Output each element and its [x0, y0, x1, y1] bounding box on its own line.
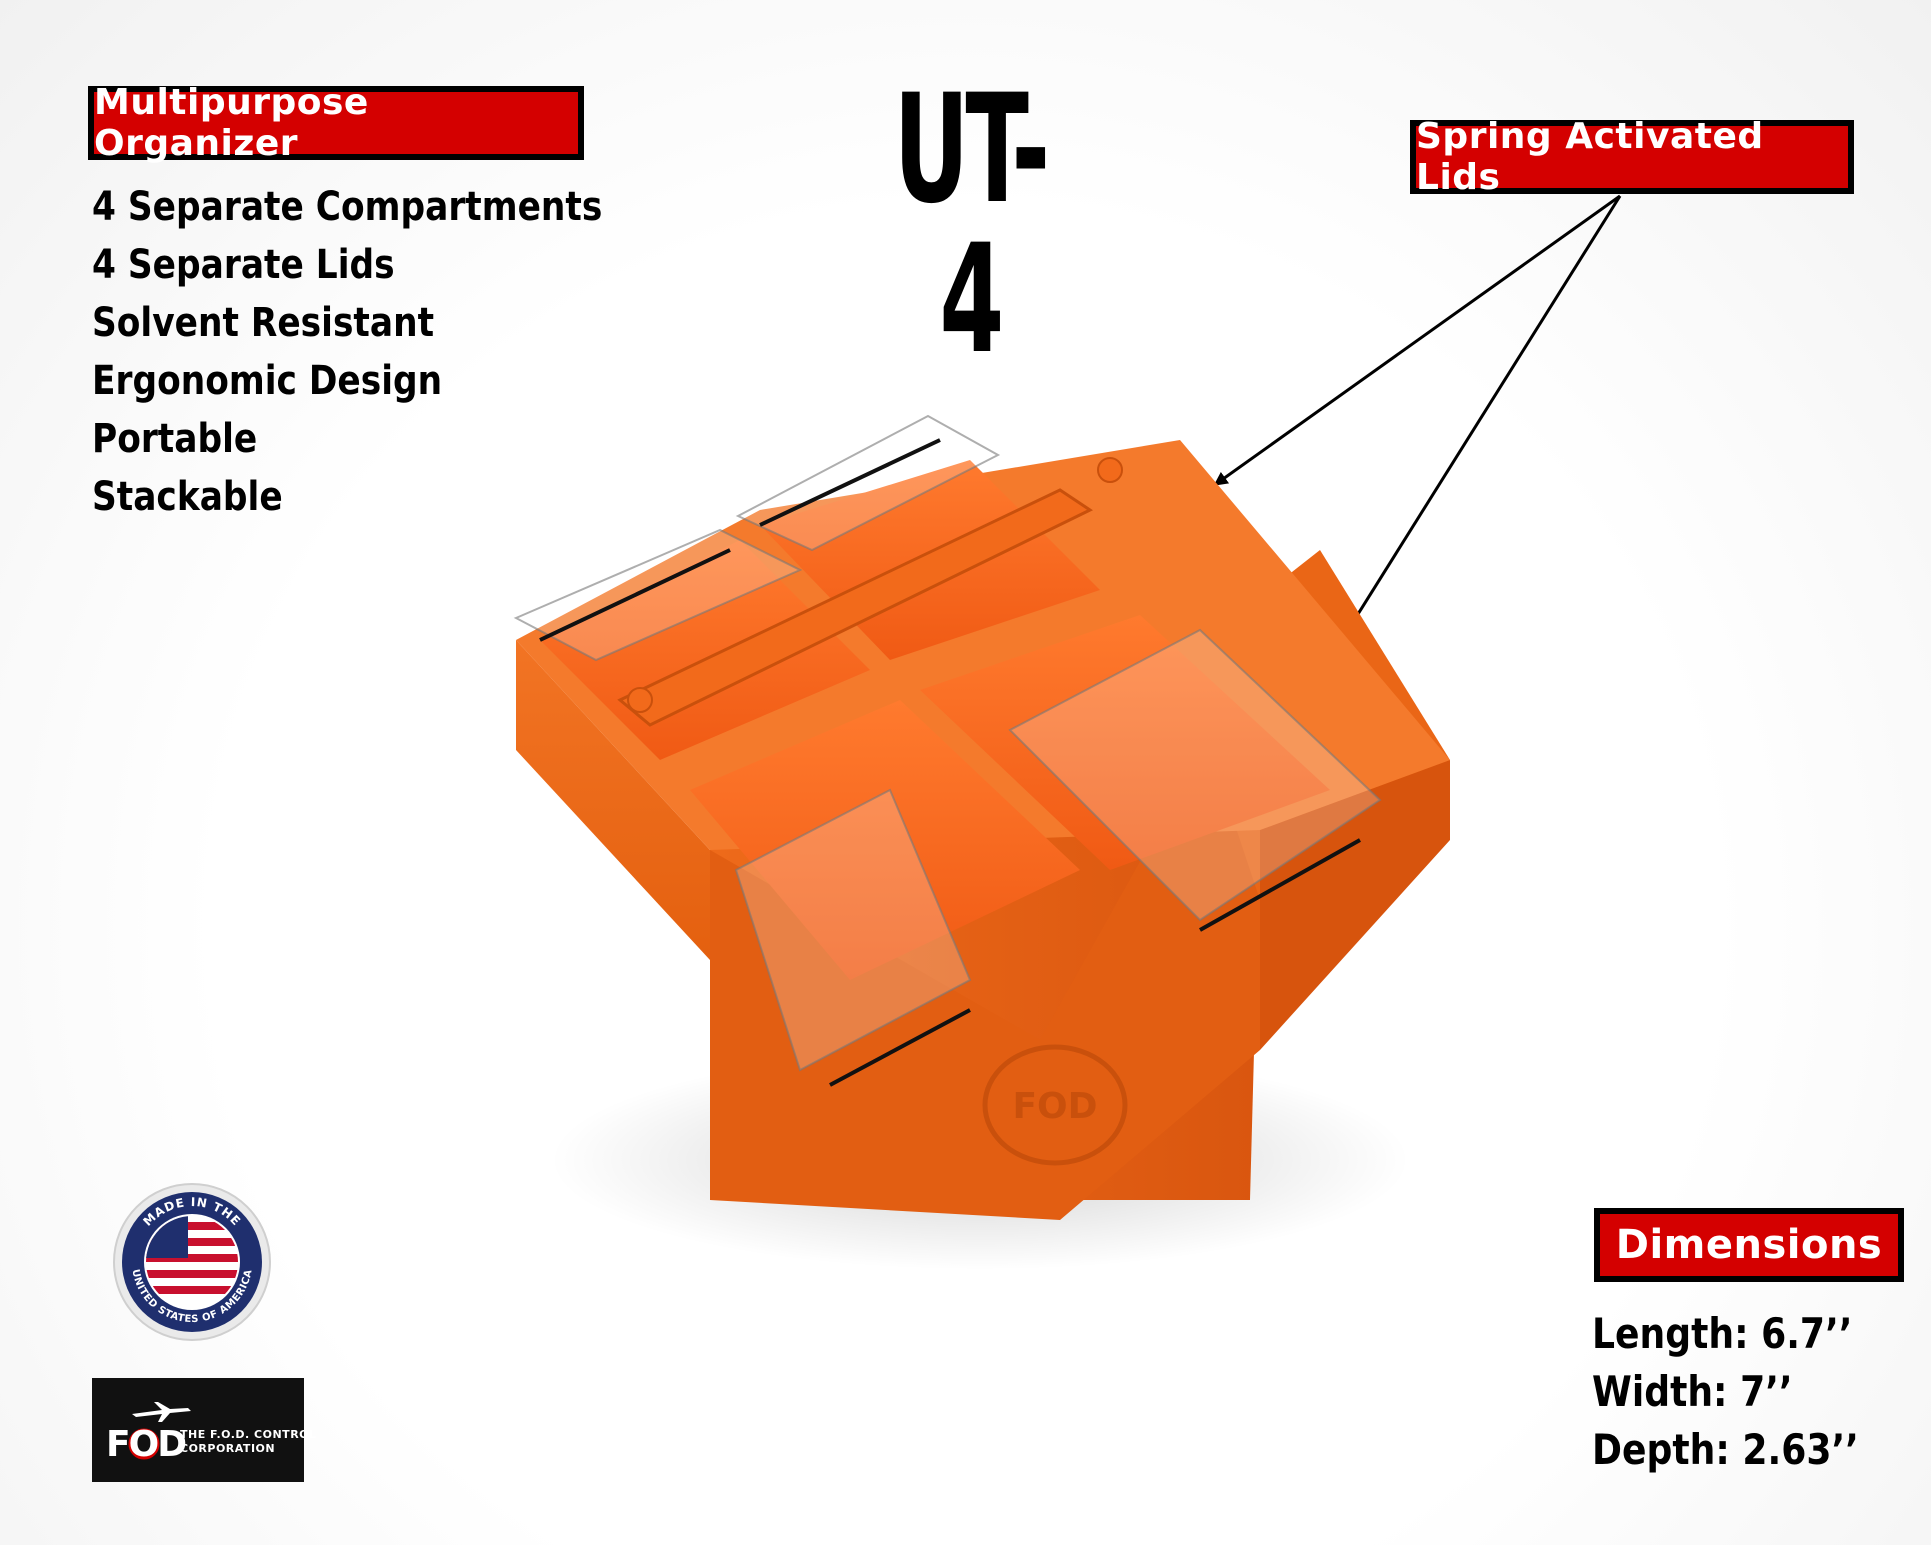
dimension-length: Length: 6.7’’: [1592, 1309, 1853, 1358]
logo-line-1: THE F.O.D. CONTROL: [180, 1428, 317, 1441]
organizer-product-image: FOD: [513, 414, 1450, 1270]
feature-item: Stackable: [92, 474, 283, 520]
arrow-to-back-lid: [1213, 194, 1621, 486]
product-title: UT-4: [893, 63, 1050, 387]
made-in-usa-seal-icon: MADE IN THE UNITED STATES OF AMERICA: [113, 1183, 271, 1341]
fod-corporation-logo: FOD THE F.O.D. CONTROL CORPORATION: [92, 1378, 316, 1482]
lid-back-right: [735, 414, 1001, 552]
box-emboss-text: FOD: [1012, 1086, 1097, 1127]
feature-item: Solvent Resistant: [92, 300, 435, 346]
lid-back-left: [513, 528, 803, 662]
feature-list: 4 Separate Compartments 4 Separate Lids …: [92, 178, 685, 526]
spring-activated-lids-label: Spring Activated Lids: [1410, 116, 1854, 198]
feature-item: Portable: [92, 416, 258, 462]
lid-front-left: [734, 788, 972, 1072]
arrow-to-side-lid: [1341, 195, 1622, 641]
lid-front-right: [1008, 628, 1382, 922]
airplane-logo-icon: [128, 1402, 191, 1460]
carry-handle: [617, 488, 1094, 727]
logo-line-2: CORPORATION: [180, 1442, 276, 1455]
compartment-front-right: [920, 615, 1330, 870]
box-left-face: [516, 640, 710, 960]
dimension-depth: Depth: 2.63’’: [1592, 1425, 1859, 1474]
dimensions-list: Length: 6.7’’ Width: 7’’ Depth: 2.63’’: [1592, 1305, 1902, 1479]
feature-item: 4 Separate Lids: [92, 242, 395, 288]
logo-mark: FOD: [106, 1424, 187, 1465]
fod-emboss-icon: [982, 1044, 1128, 1166]
compartment-back-left: [540, 540, 870, 760]
compartment-front-left: [690, 700, 1080, 980]
dimension-width: Width: 7’’: [1592, 1367, 1793, 1416]
dimensions-label: Dimensions: [1594, 1208, 1904, 1282]
feature-item: 4 Separate Compartments: [92, 184, 603, 230]
multipurpose-organizer-label: Multipurpose Organizer: [88, 82, 584, 164]
feature-item: Ergonomic Design: [92, 358, 443, 404]
